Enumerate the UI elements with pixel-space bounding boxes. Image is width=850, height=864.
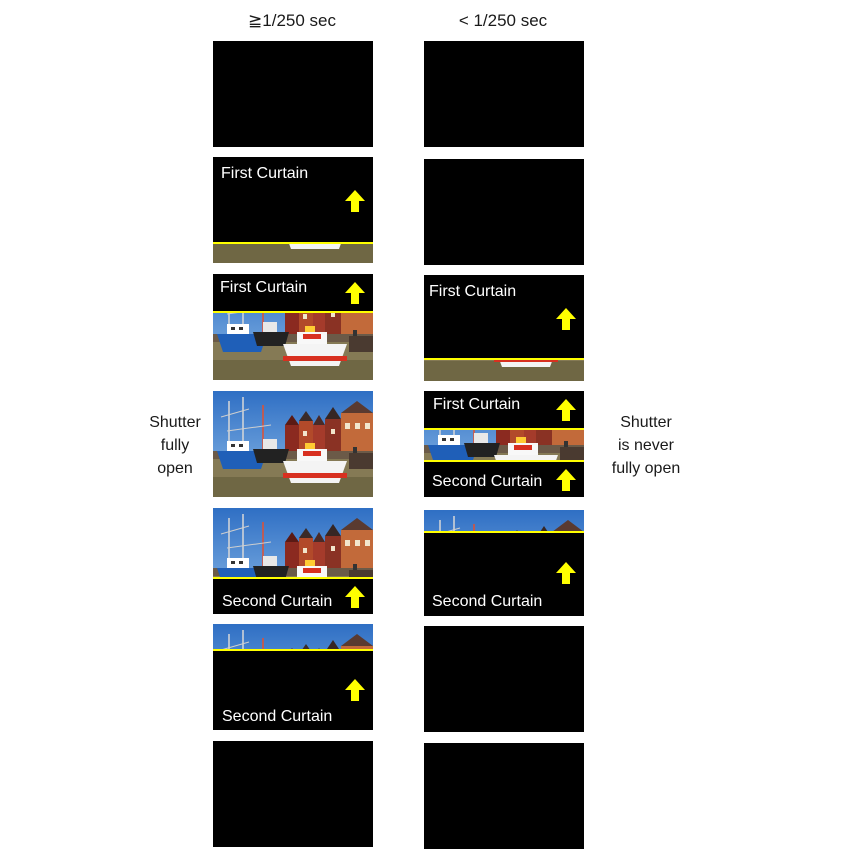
- frame-right-5: Second Curtain: [424, 510, 584, 616]
- label-shutter-never-fully-open: Shutter is never fully open: [598, 411, 694, 480]
- header-left: ≧1/250 sec: [248, 11, 336, 30]
- label-line: is never: [617, 437, 675, 454]
- curtain-label: Second Curtain: [432, 473, 543, 490]
- frame-left-3: First Curtain: [213, 274, 373, 380]
- frame-right-3: First Curtain: [424, 275, 584, 381]
- curtain-label: First Curtain: [429, 283, 517, 300]
- frame-right-2: [424, 159, 584, 265]
- label-line: Shutter: [149, 414, 201, 431]
- label-line: Shutter: [620, 414, 672, 431]
- frame-right-6: [424, 626, 584, 732]
- curtain-label: Second Curtain: [222, 593, 333, 610]
- curtain-label: Second Curtain: [222, 708, 333, 725]
- curtain-label: Second Curtain: [432, 593, 543, 610]
- frame-right-7: [424, 743, 584, 849]
- frame-left-2: First Curtain: [213, 157, 373, 263]
- curtain-label: First Curtain: [220, 279, 308, 296]
- label-line: open: [157, 460, 193, 477]
- frame-right-1: [424, 41, 584, 147]
- frame-left-1: [213, 41, 373, 147]
- curtain-label: First Curtain: [433, 396, 521, 413]
- frame-left-5: Second Curtain: [213, 508, 373, 614]
- frame-left-6: Second Curtain: [213, 624, 373, 730]
- header-right: < 1/250 sec: [458, 11, 548, 30]
- label-line: fully open: [611, 460, 681, 477]
- frame-left-7: [213, 741, 373, 847]
- label-shutter-fully-open: Shutter fully open: [138, 411, 212, 480]
- frame-left-4: [213, 391, 373, 497]
- label-line: fully: [160, 437, 190, 454]
- curtain-label: First Curtain: [221, 165, 309, 182]
- frame-right-4: First Curtain Second Curtain: [424, 391, 584, 497]
